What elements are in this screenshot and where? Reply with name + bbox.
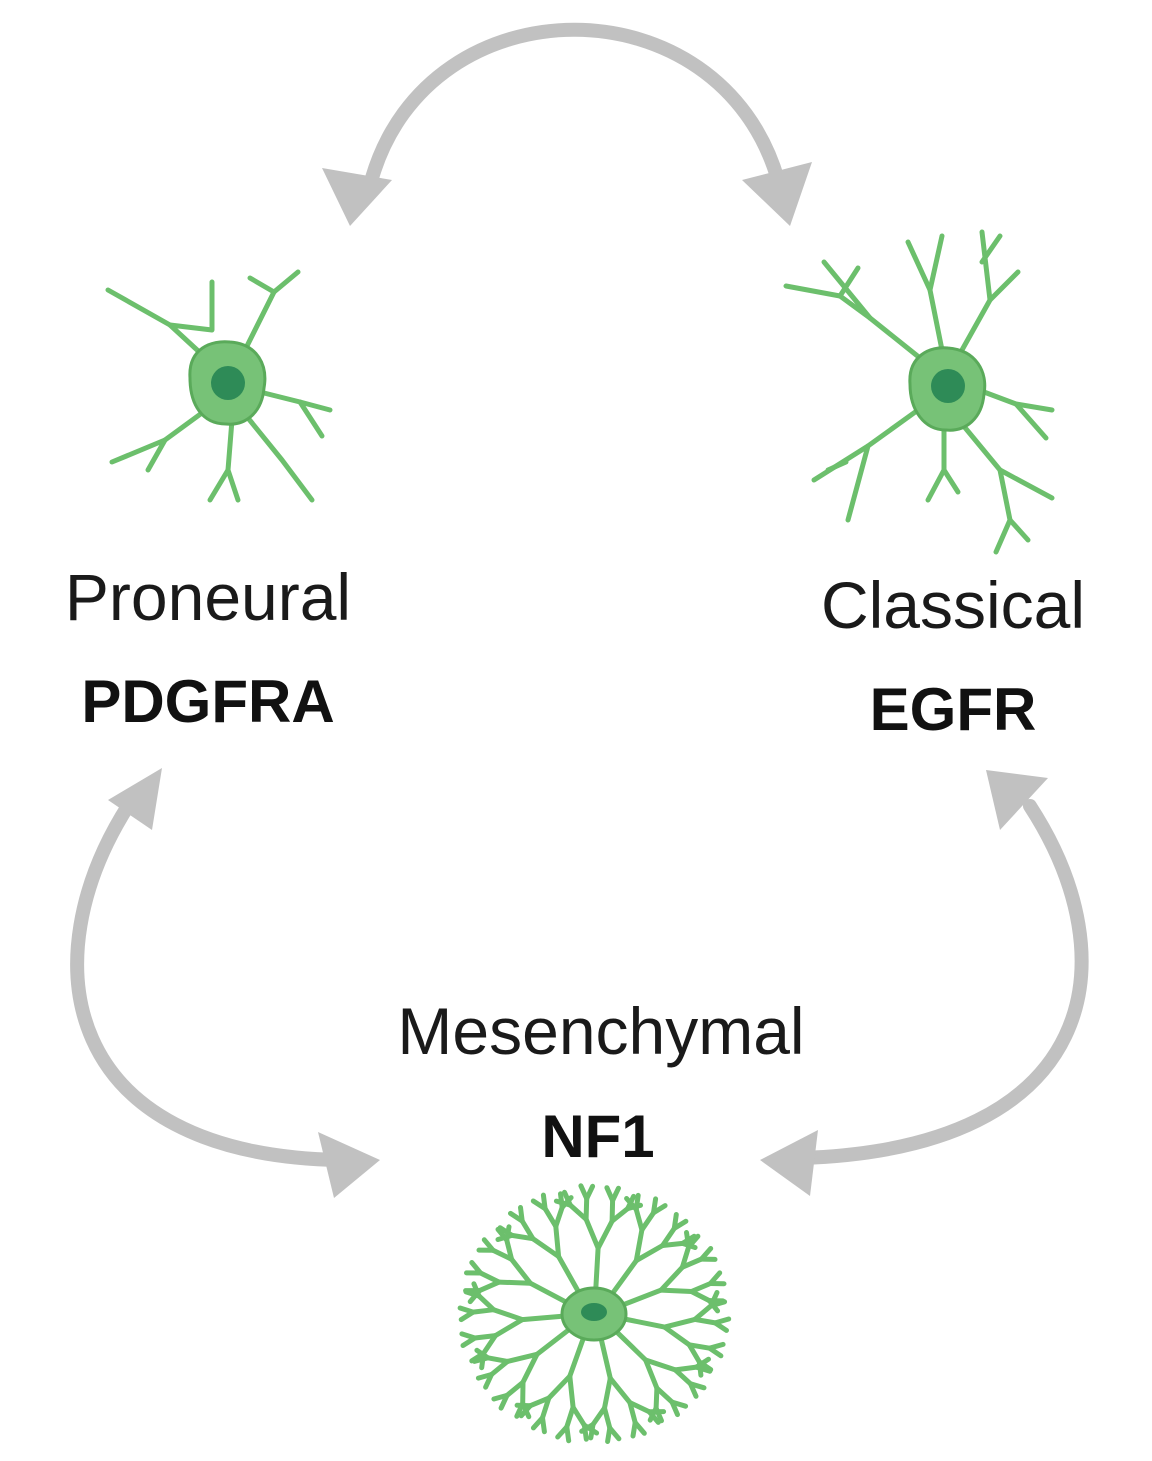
proneural-label: Proneural [65,560,351,634]
proneural-gene-label: PDGFRA [81,668,334,735]
classical-gene-label: EGFR [870,676,1037,743]
neuron-many-dendrites-icon [457,1183,732,1444]
arrow-classical-mesenchymal [760,770,1089,1196]
arrow-proneural-classical [322,22,812,226]
neuron-few-dendrites-icon [105,269,333,503]
neuron-branched-dendrites-icon [783,229,1055,555]
mesenchymal-label: Mesenchymal [397,994,804,1068]
classical-label: Classical [821,568,1085,642]
mesenchymal-gene-label: NF1 [541,1103,654,1170]
arrow-proneural-mesenchymal [70,768,380,1198]
